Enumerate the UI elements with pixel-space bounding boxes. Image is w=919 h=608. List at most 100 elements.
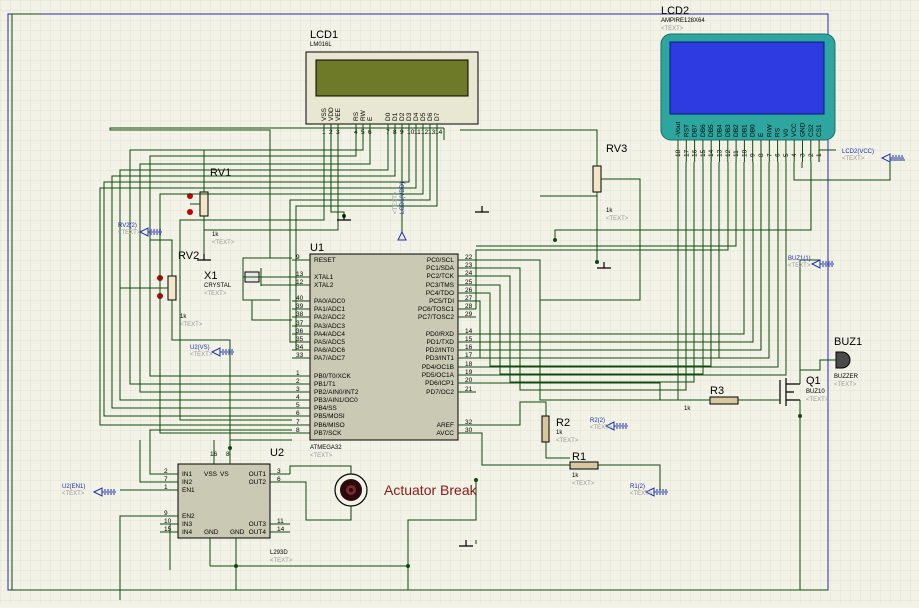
wire bbox=[210, 480, 477, 567]
net-port-icon bbox=[138, 227, 162, 237]
wire bbox=[139, 440, 160, 483]
net-r2-tag: <TEXT> bbox=[590, 425, 613, 431]
u1-pin-number: 23 bbox=[465, 262, 473, 269]
buz1-tag: <TEXT> bbox=[834, 382, 857, 388]
wire-junction bbox=[234, 564, 238, 568]
rv2-tag: <TEXT> bbox=[180, 322, 203, 328]
u1-pin-label: PD3/INT1 bbox=[425, 355, 454, 362]
r1-ref: R1 bbox=[572, 451, 586, 463]
net-port-icon bbox=[810, 259, 834, 269]
lcd1-part: LM016L bbox=[310, 42, 332, 48]
lcd2-pin-label: V0 bbox=[783, 129, 790, 137]
u1-pin-number: 4 bbox=[296, 394, 300, 401]
net-buz1-tag: <TEXT> bbox=[788, 263, 811, 269]
wire-junction bbox=[406, 564, 410, 568]
wire bbox=[475, 162, 729, 309]
wire bbox=[129, 140, 364, 385]
u1-ref: U1 bbox=[310, 242, 324, 254]
u1-pin-number: 12 bbox=[296, 279, 304, 286]
q1-ref: Q1 bbox=[806, 375, 821, 387]
u2-pin-label: IN2 bbox=[182, 479, 193, 486]
u2-pin-number: 9 bbox=[164, 510, 168, 517]
wire bbox=[103, 140, 410, 417]
u1-pin-number: 27 bbox=[465, 295, 473, 302]
u1-pin-label: PD6/ICP1 bbox=[425, 380, 454, 387]
u2-pin-label: IN4 bbox=[182, 529, 193, 536]
wire bbox=[149, 429, 292, 475]
u1-pin-number: 9 bbox=[296, 254, 300, 261]
u1-pin-number: 6 bbox=[296, 410, 300, 417]
net-u2en1: U2(EN1) bbox=[62, 484, 85, 490]
u2-pin-label: EN2 bbox=[182, 513, 195, 520]
wire bbox=[99, 140, 417, 426]
wires bbox=[11, 13, 905, 600]
net-r2: R2(2) bbox=[590, 418, 605, 424]
net-port-icon bbox=[150, 229, 162, 235]
u2-pin-number: 2 bbox=[164, 468, 168, 475]
u2-pin-label: OUT1 bbox=[249, 471, 267, 478]
wire bbox=[295, 140, 438, 350]
r1-tag: <TEXT> bbox=[572, 481, 595, 487]
u1-pin-number: 16 bbox=[465, 344, 473, 351]
u1-pin-label: PD0/RXD bbox=[426, 331, 454, 338]
wire-junction bbox=[474, 478, 478, 482]
rv3-tag: <TEXT> bbox=[606, 216, 629, 222]
u2-pin-label: IN3 bbox=[182, 521, 193, 528]
lcd1-pin-label: D1 bbox=[392, 112, 399, 121]
wire bbox=[251, 300, 292, 321]
u1-pin-number: 38 bbox=[296, 311, 304, 318]
buz1-buzzer[interactable]: BUZ1 BUZZER <TEXT> bbox=[834, 336, 862, 388]
lcd2-component[interactable]: LCD2 AMPIRE128X64 <TEXT> -Vout18RST17DB7… bbox=[660, 5, 836, 162]
u2-pin-number: 7 bbox=[164, 476, 168, 483]
wire bbox=[598, 464, 661, 490]
u1-pin-number: 19 bbox=[465, 369, 473, 376]
lcd2-tag: <TEXT> bbox=[661, 26, 684, 32]
ground-icon bbox=[337, 214, 351, 221]
u1-pin-number: 17 bbox=[465, 352, 473, 359]
lcd1-pin-number: 13 bbox=[428, 129, 436, 136]
ground-icon bbox=[475, 206, 489, 213]
u2-pin-number: 6 bbox=[277, 476, 281, 483]
u2-pin-label: GND bbox=[230, 529, 245, 536]
u1-pin-label: PB6/MISO bbox=[314, 422, 345, 429]
u1-pin-label: PC1/SDA bbox=[426, 265, 454, 272]
net-lcd1vdd-tag: <TEXT> bbox=[393, 191, 399, 214]
u1-pin-number: 5 bbox=[296, 402, 300, 409]
u1-pin-label: PB3/AIN1/OC0 bbox=[314, 397, 358, 404]
net-lcd2vcc: LCD2(VCC) bbox=[842, 149, 874, 155]
u1-pin-number: 2 bbox=[296, 378, 300, 385]
actuator-motor[interactable]: Actuator Break bbox=[334, 473, 478, 507]
u1-pin-label: PB4/SS bbox=[314, 405, 337, 412]
wire bbox=[119, 287, 158, 290]
u2-pin-label: OUT3 bbox=[249, 521, 267, 528]
lcd2-pin-label: DB1 bbox=[741, 124, 748, 137]
u1-pin-number: 32 bbox=[465, 419, 473, 426]
u1-pin-label: PA0/ADC0 bbox=[314, 298, 345, 305]
u2-pin-label: GND bbox=[204, 529, 219, 536]
wire bbox=[476, 432, 570, 466]
q1-mosfet[interactable]: Q1 BUZ10 <TEXT> bbox=[738, 370, 829, 416]
net-port-icon bbox=[880, 153, 904, 163]
u2-pin-number: 10 bbox=[164, 518, 172, 525]
u1-pin-label: PC7/TOSC2 bbox=[418, 314, 454, 321]
x1-ref: X1 bbox=[204, 270, 217, 282]
u1-pin-label: PC3/TMS bbox=[426, 282, 455, 289]
u2-pin-number: 1 bbox=[164, 484, 168, 491]
u1-pin-number: 39 bbox=[296, 303, 304, 310]
u2-pin-number: 16 bbox=[210, 451, 218, 458]
u1-pin-label: PA2/ADC2 bbox=[314, 314, 345, 321]
u1-pin-label: PA6/ADC6 bbox=[314, 347, 345, 354]
x1-part: CRYSTAL bbox=[204, 283, 232, 289]
wire bbox=[476, 162, 704, 375]
lcd1-pin-label: RS bbox=[353, 111, 360, 121]
lcd1-pin-label: D3 bbox=[406, 112, 413, 121]
lcd1-component[interactable]: LCD1 LM016L VSS1VDD2VEE3RS4RW5E6D07D18D2… bbox=[305, 29, 479, 140]
wire bbox=[476, 401, 547, 426]
wire bbox=[476, 162, 695, 383]
wire bbox=[171, 310, 231, 448]
rv2-potentiometer[interactable]: RV2 1k <TEXT> bbox=[157, 250, 203, 328]
net-port-icon bbox=[822, 261, 834, 267]
